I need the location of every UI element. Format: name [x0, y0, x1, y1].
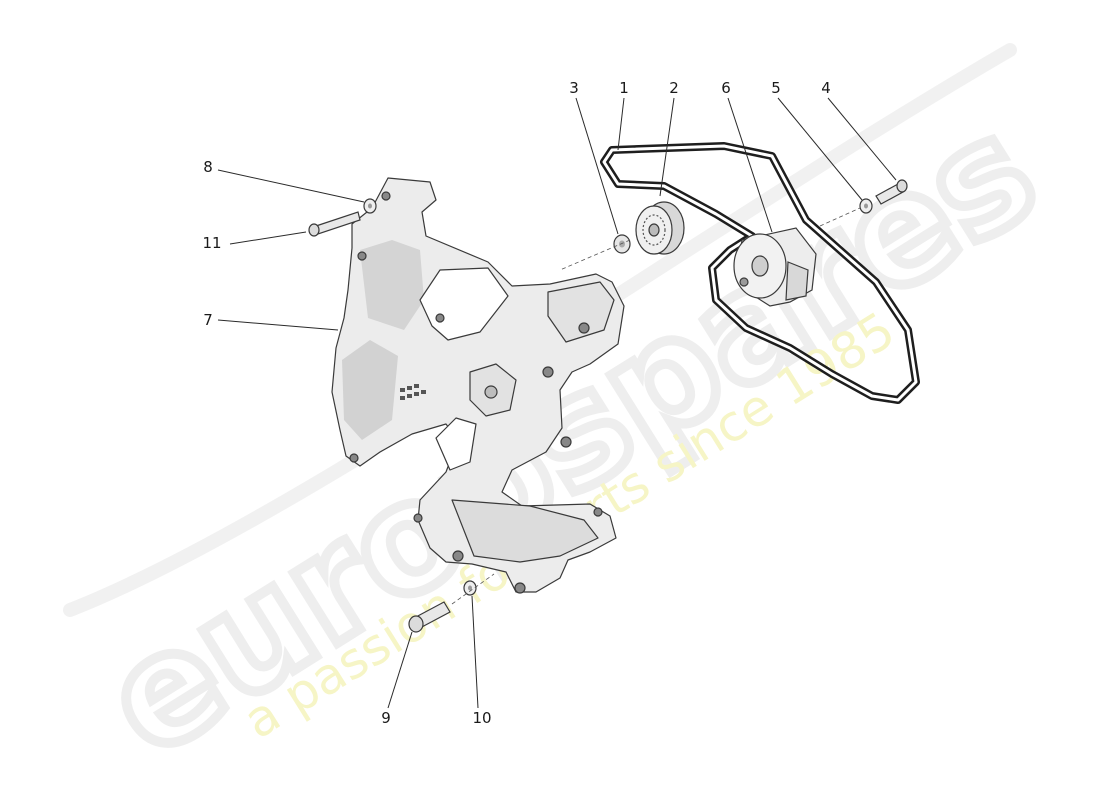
- callout-9: 9: [381, 709, 391, 727]
- bracket-hole-3: [435, 313, 445, 323]
- bolt-4-head: [896, 179, 908, 193]
- assembly-line-spacer: [559, 239, 631, 271]
- idler-ribs: [642, 214, 666, 246]
- tensioner-arm: [785, 261, 809, 301]
- bracket-cutout-lower: [435, 417, 477, 471]
- washer-5-bore: [864, 203, 868, 209]
- leader-7: [217, 319, 339, 331]
- assembly-line-bolt-9: [451, 573, 495, 605]
- bracket-hole-11: [593, 507, 603, 517]
- bracket-hole-5: [560, 436, 572, 448]
- leader-11: [229, 231, 307, 245]
- callout-2: 2: [669, 79, 679, 97]
- leader-6: [727, 97, 773, 233]
- washer-8: [363, 198, 377, 214]
- watermark: europspares a passion for parts since 19…: [63, 43, 1069, 796]
- watermark-logo: europspares: [77, 83, 1065, 790]
- washer-10-bore: [468, 585, 472, 591]
- bolt-9-head: [408, 615, 424, 633]
- callout-8: 8: [203, 158, 213, 176]
- leader-2: [659, 97, 675, 197]
- callout-1: 1: [619, 79, 629, 97]
- leader-4: [827, 97, 897, 181]
- casting-mark: [400, 384, 426, 400]
- spacer-bore: [619, 240, 625, 248]
- bracket-shade-left: [342, 340, 398, 440]
- washer-10: [463, 580, 477, 596]
- alternator-bracket: [331, 177, 625, 594]
- callout-5: 5: [771, 79, 781, 97]
- leader-1: [617, 97, 625, 151]
- spacer: [613, 234, 631, 254]
- bracket-hole-1: [381, 191, 391, 201]
- bracket-hole-9: [452, 550, 464, 562]
- bracket-hole-6: [578, 322, 590, 334]
- bracket-boss: [547, 281, 615, 343]
- belt-inner-line: [602, 144, 918, 402]
- tensioner-hub: [751, 255, 769, 277]
- bracket-hole-10: [514, 582, 526, 594]
- bracket-hole-4: [542, 366, 554, 378]
- callout-4: 4: [821, 79, 831, 97]
- leader-3: [575, 97, 619, 235]
- bracket-foot: [451, 499, 599, 563]
- washer-5: [859, 198, 873, 214]
- bracket-pad-hole: [484, 385, 498, 399]
- leader-10: [471, 595, 479, 709]
- callout-3: 3: [569, 79, 579, 97]
- callout-10: 10: [472, 709, 491, 727]
- bolt-11: [308, 211, 361, 237]
- leader-lines: [217, 97, 897, 709]
- assembly-line-tensioner: [819, 207, 861, 227]
- callouts: 1 2 3 4 5 6 7 8 9 10 11: [202, 79, 830, 727]
- tensioner-bolt-part: [875, 179, 908, 205]
- leader-9: [387, 631, 413, 709]
- assembly-lines: [451, 207, 861, 605]
- leader-5: [777, 97, 863, 201]
- leader-8: [217, 169, 365, 203]
- callout-11: 11: [202, 234, 221, 252]
- bracket-hole-2: [357, 251, 367, 261]
- belt-tensioner: [733, 227, 817, 307]
- bolt-11-head: [308, 223, 320, 237]
- bracket-shade-upper: [360, 240, 424, 330]
- idler-hub: [648, 223, 660, 237]
- bracket-hole-8: [413, 513, 423, 523]
- washer-8-bore: [368, 203, 372, 209]
- bracket-hole-7: [349, 453, 359, 463]
- bolt-9: [408, 601, 451, 633]
- tensioner-bolt: [739, 277, 749, 287]
- callout-6: 6: [721, 79, 731, 97]
- idler-pulley: [635, 201, 685, 255]
- callout-7: 7: [203, 311, 213, 329]
- drive-belt: [600, 142, 920, 404]
